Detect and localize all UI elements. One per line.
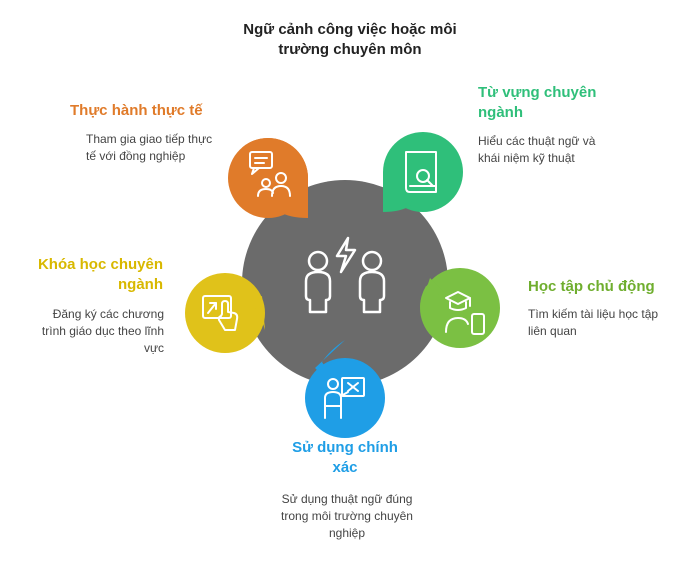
- desc-active-learning: Tìm kiếm tài liệu học tập liên quan: [528, 307, 659, 338]
- heading-courses: Khóa học chuyên ngành: [37, 256, 163, 293]
- heading-practice: Thực hành thực tế: [70, 102, 203, 119]
- heading-accurate-use: Sử dụng chính xác: [292, 439, 398, 476]
- desc-practice: Tham gia giao tiếp thực tế với đồng nghi…: [86, 132, 213, 163]
- graduate-phone-icon: [445, 291, 485, 335]
- desc-courses: Đăng ký các chương trình giáo dục theo l…: [41, 307, 164, 355]
- heading-active-learning: Học tập chủ động: [528, 278, 655, 295]
- desc-accurate-use: Sử dụng thuật ngữ đúng trong môi trường …: [281, 492, 413, 540]
- node-blue-tip2: [320, 358, 370, 370]
- desc-vocabulary: Hiểu các thuật ngữ và khái niệm kỹ thuật: [478, 134, 596, 165]
- node-yellow-tip: [225, 296, 265, 330]
- book-search-icon: [405, 151, 437, 193]
- center-circle: [242, 180, 448, 386]
- heading-vocabulary: Từ vựng chuyên ngành: [478, 84, 597, 121]
- chat-person-icon: [249, 151, 291, 197]
- teacher-board-icon: [324, 377, 365, 419]
- touch-screen-icon: [202, 295, 239, 331]
- diagram-title: Ngữ cảnh công việc hoặc môi trường chuyê…: [243, 21, 457, 58]
- node-orange-tip: [268, 178, 308, 218]
- node-blue-tip: [315, 340, 345, 398]
- people-lightning-icon: [304, 236, 386, 314]
- node-green-tip: [383, 172, 423, 212]
